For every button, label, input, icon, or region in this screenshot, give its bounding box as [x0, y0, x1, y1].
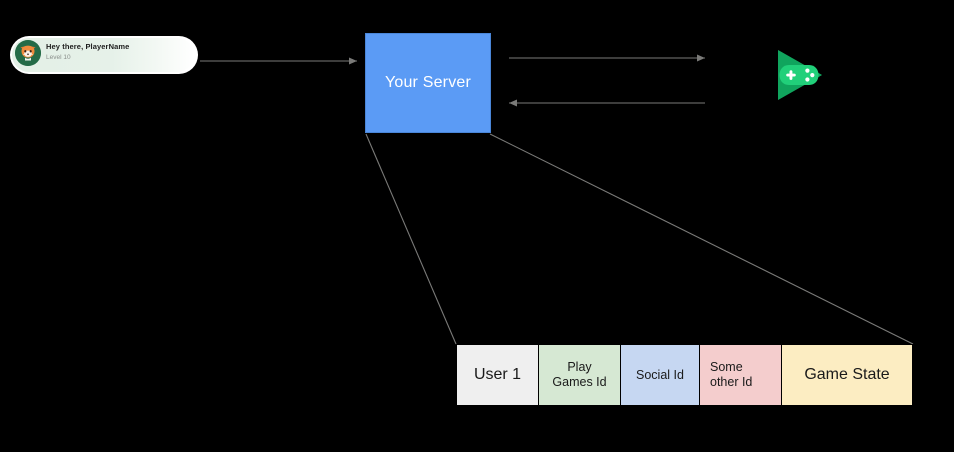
table-cell-game-state[interactable]: Game State — [782, 345, 912, 405]
player-card-pill — [12, 38, 194, 72]
server-to-table-left-leader — [365, 133, 457, 345]
server-to-table-right-leader — [489, 133, 914, 345]
some-other-id-line2: other Id — [710, 375, 753, 389]
table-cell-play-games-id-label: Play Games Id — [552, 360, 606, 390]
user-record-table: User 1 Play Games Id Social Id Some othe… — [456, 344, 913, 406]
player-level: Level 10 — [46, 54, 71, 61]
table-cell-user-label: User 1 — [473, 365, 522, 383]
table-cell-some-other-id-label: Some other Id — [710, 360, 752, 390]
fox-avatar-icon — [15, 40, 41, 66]
server-label: Your Server — [384, 74, 472, 91]
player-greeting: Hey there, PlayerName — [46, 42, 130, 51]
your-server-box[interactable]: Your Server — [365, 33, 491, 133]
table-cell-user[interactable]: User 1 — [457, 345, 539, 405]
some-other-id-line1: Some — [710, 360, 743, 375]
table-cell-social-id[interactable]: Social Id — [621, 345, 700, 405]
table-cell-social-id-label: Social Id — [636, 367, 684, 382]
google-play-games-icon[interactable] — [772, 47, 828, 103]
player-profile-card[interactable]: Hey there, PlayerName Level 10 — [10, 36, 198, 74]
table-cell-some-other-id[interactable]: Some other Id — [700, 345, 782, 405]
play-games-id-line2: Games Id — [552, 375, 607, 389]
table-cell-game-state-label: Game State — [804, 365, 890, 383]
player-card-text: Hey there, PlayerName Level 10 — [46, 42, 191, 63]
play-games-id-line1: Play — [567, 360, 592, 375]
table-cell-play-games-id[interactable]: Play Games Id — [539, 345, 621, 405]
